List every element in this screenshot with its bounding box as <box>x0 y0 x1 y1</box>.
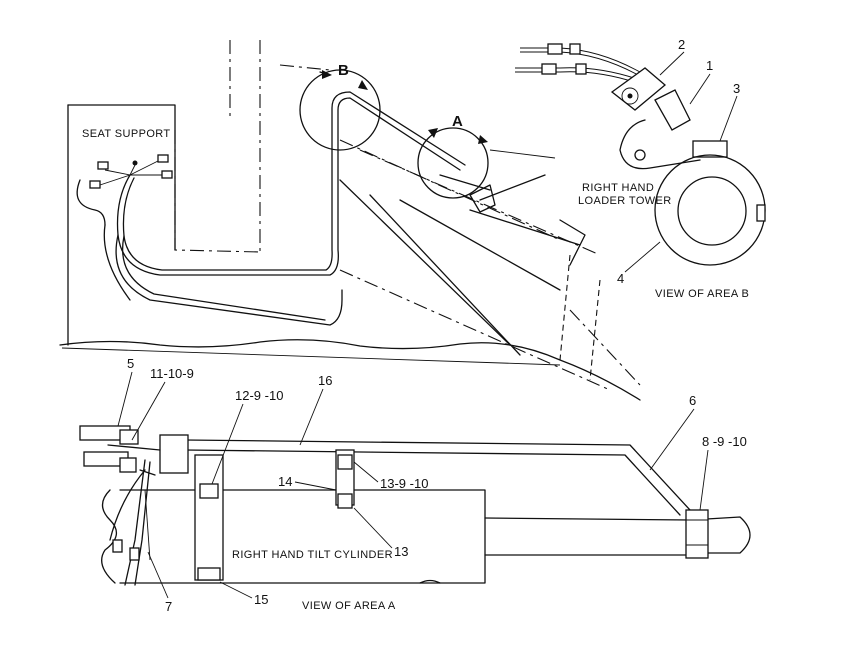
area-a-detail <box>79 425 751 586</box>
callout-13: 13 <box>394 544 408 559</box>
detail-b-label: B <box>338 62 349 79</box>
loader-tower-label-2: LOADER TOWER <box>578 195 672 207</box>
machine-frame <box>59 40 641 401</box>
detail-circle-a <box>417 127 556 213</box>
callout-7: 7 <box>165 599 172 614</box>
callout-13-9-10: 13-9 -10 <box>380 476 428 491</box>
callout-6: 6 <box>689 393 696 408</box>
callout-5: 5 <box>127 356 134 371</box>
callout-2: 2 <box>678 37 685 52</box>
callout-16: 16 <box>318 373 332 388</box>
detail-circle-b <box>299 69 381 151</box>
callout-12-9-10: 12-9 -10 <box>235 388 283 403</box>
view-area-a-label: VIEW OF AREA A <box>302 600 396 612</box>
callout-3: 3 <box>733 81 740 96</box>
callout-11-10-9: 11-10-9 <box>150 366 194 381</box>
callout-1: 1 <box>706 58 713 73</box>
callout-14: 14 <box>278 474 292 489</box>
area-b-detail <box>515 43 766 266</box>
tilt-cylinder-label: RIGHT HAND TILT CYLINDER <box>232 549 393 561</box>
wiring-harness-upper <box>76 91 466 326</box>
callout-15: 15 <box>254 592 268 607</box>
seat-support-label: SEAT SUPPORT <box>82 128 171 140</box>
detail-a-label: A <box>452 113 463 130</box>
loader-tower-label-1: RIGHT HAND <box>582 182 654 194</box>
callout-8-9-10: 8 -9 -10 <box>702 434 747 449</box>
callout-4: 4 <box>617 271 624 286</box>
view-area-b-label: VIEW OF AREA B <box>655 288 749 300</box>
